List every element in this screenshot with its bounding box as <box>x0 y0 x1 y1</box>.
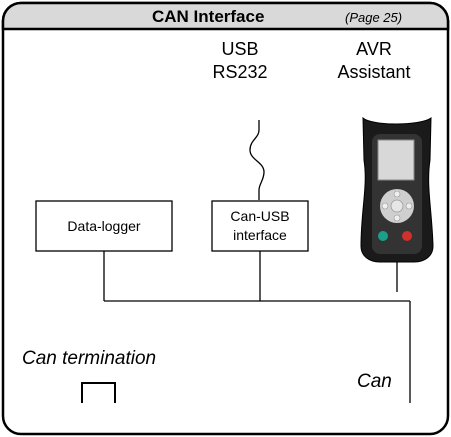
avr-label-line2: Assistant <box>337 62 410 82</box>
termination-bracket-icon <box>81 382 116 403</box>
device-red-button <box>402 231 412 241</box>
can-bus-lines <box>103 251 411 403</box>
can-termination-label: Can termination <box>22 348 156 369</box>
data-logger-box: Data-logger <box>35 200 173 252</box>
device-screen <box>377 139 415 181</box>
data-logger-label: Data-logger <box>67 218 140 234</box>
can-label: Can <box>357 371 392 392</box>
squiggle-cable-icon <box>249 120 265 200</box>
avr-label-line1: AVR <box>356 39 392 59</box>
can-usb-label-line2: interface <box>233 227 287 243</box>
usb-label-line1: USB <box>221 39 258 59</box>
can-usb-label-line1: Can-USB <box>230 208 289 224</box>
can-usb-interface-box: Can-USB interface <box>211 200 309 252</box>
usb-label-line2: RS232 <box>212 62 267 82</box>
handheld-device-icon <box>360 116 434 292</box>
device-green-button <box>378 231 388 241</box>
header-title: CAN Interface <box>152 7 264 26</box>
header-page-ref: (Page 25) <box>345 10 402 25</box>
